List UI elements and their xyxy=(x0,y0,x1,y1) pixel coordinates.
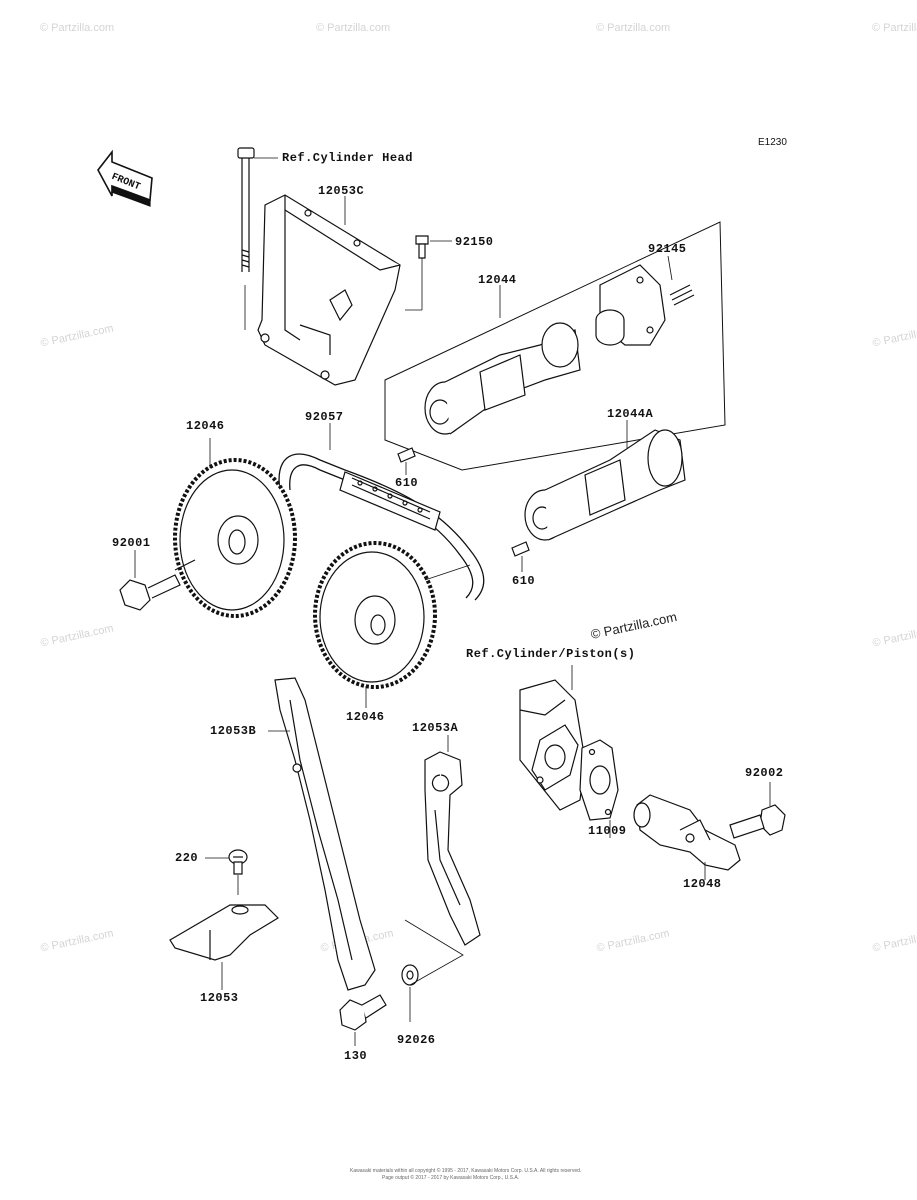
label-92150: 92150 xyxy=(455,235,494,249)
camshaft-12044 xyxy=(425,323,580,434)
label-12053C: 12053C xyxy=(318,184,365,198)
ref-cylinder-piston: Ref.Cylinder/Piston(s) xyxy=(466,647,636,661)
label-92002: 92002 xyxy=(745,766,784,780)
label-12053B: 12053B xyxy=(210,724,257,738)
label-92057: 92057 xyxy=(305,410,344,424)
cam-chain-92057 xyxy=(279,454,484,600)
watermark: © Partzilla.com xyxy=(596,22,671,34)
camshaft-12044A xyxy=(525,430,685,540)
chain-guide-12053B xyxy=(275,678,375,990)
bolt-92001 xyxy=(120,560,195,610)
chain-guide-12053A xyxy=(425,752,480,945)
label-610-bottom: 610 xyxy=(512,574,536,588)
dowel-pin-610-bottom xyxy=(512,542,529,556)
front-arrow-icon xyxy=(98,152,152,206)
label-12044A: 12044A xyxy=(607,407,654,421)
watermark: © Partzilla.com xyxy=(40,22,115,34)
sprocket-12046-bottom xyxy=(315,543,470,687)
label-12046-bottom: 12046 xyxy=(346,710,385,724)
tensioner-12048 xyxy=(634,795,740,870)
sprocket-12046-top xyxy=(175,460,295,616)
copyright-line-2: Page output © 2017 - 2017 by Kawasaki Mo… xyxy=(382,1175,520,1181)
guide-bracket-12053C xyxy=(258,195,400,385)
copyright-line-1: Kawasaki materials within all copyright … xyxy=(350,1168,582,1174)
diagram-code: E1230 xyxy=(758,137,787,148)
label-12053: 12053 xyxy=(200,991,239,1005)
camshaft-group-frame xyxy=(385,222,725,470)
label-130: 130 xyxy=(344,1049,368,1063)
bolt-92150 xyxy=(405,236,452,310)
label-92145: 92145 xyxy=(648,242,687,256)
cylinder-reference xyxy=(520,680,585,810)
label-12053A: 12053A xyxy=(412,721,459,735)
head-bolt xyxy=(238,148,278,330)
screw-220 xyxy=(229,850,247,874)
label-92026: 92026 xyxy=(397,1033,436,1047)
ref-cylinder-head: Ref.Cylinder Head xyxy=(282,151,413,165)
label-12046-top: 12046 xyxy=(186,419,225,433)
gasket-11009 xyxy=(580,740,618,820)
label-92001: 92001 xyxy=(112,536,151,550)
camshaft-holder-92145 xyxy=(596,265,694,345)
label-12048: 12048 xyxy=(683,877,722,891)
bolt-130 xyxy=(340,995,386,1030)
label-11009: 11009 xyxy=(588,824,627,838)
bolt-92002 xyxy=(730,805,785,838)
label-610-top: 610 xyxy=(395,476,419,490)
label-12044: 12044 xyxy=(478,273,517,287)
guide-12053 xyxy=(170,905,278,960)
dowel-pin-610-top xyxy=(398,448,415,462)
label-220: 220 xyxy=(175,851,199,865)
watermark: © Partzilla.com xyxy=(316,22,391,34)
watermark: © Partzilla.com xyxy=(872,22,917,34)
